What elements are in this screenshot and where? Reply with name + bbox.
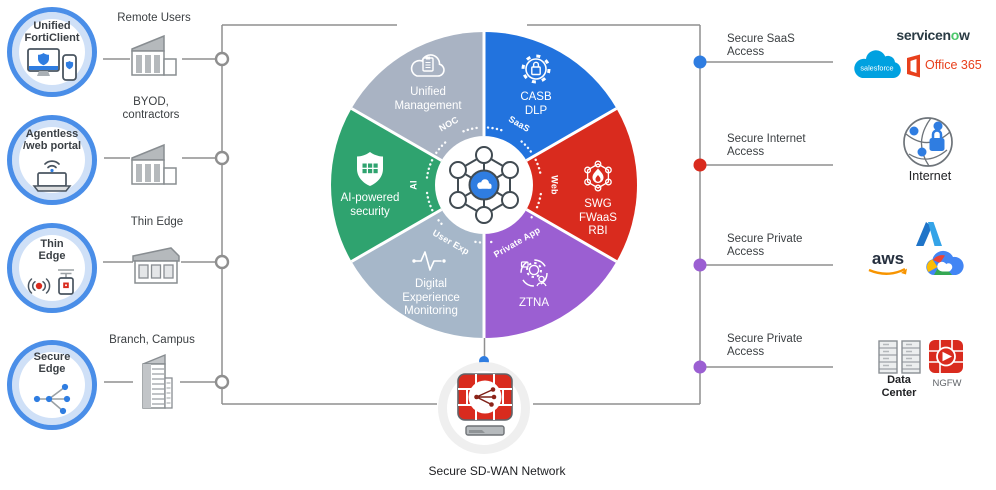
unified-management-icon — [410, 54, 445, 77]
google-cloud-logo — [926, 250, 964, 275]
segment-dividers — [350, 32, 618, 338]
agentless-laptop-wifi-icon — [32, 160, 72, 192]
wheel-segment-casb-dlp — [484, 32, 617, 185]
site-label-branch-campus: Branch, Campus — [109, 334, 195, 346]
node-agentless-web-portal: Agentless/web portal — [7, 115, 97, 205]
wheel-segment-ztna — [484, 185, 617, 338]
node-title: Agentless/web portal — [22, 128, 82, 152]
wheel-segment-swg-fwaas-rbi — [484, 108, 637, 262]
ngfw-icon — [929, 340, 963, 373]
segment-content-ztna: ZTNA — [469, 253, 599, 311]
ai-powered-security-icon — [357, 152, 383, 186]
junction-dot — [214, 374, 230, 390]
site-label-thin-edge: Thin Edge — [130, 216, 184, 228]
forticlient-endpoint-icon — [27, 48, 77, 81]
site-label-remote-users: Remote Users — [117, 12, 191, 24]
azure-logo — [916, 222, 942, 246]
aws-logo: aws — [868, 249, 907, 275]
ztna-icon — [520, 259, 548, 287]
site-label-byod: BYOD,contractors — [122, 96, 180, 121]
cloud-network-icon — [449, 146, 519, 224]
sdwan-appliance-icon — [457, 373, 513, 436]
thin-edge-sensor-icon — [27, 269, 74, 295]
private-dot-1 — [693, 258, 707, 272]
junction-dot — [214, 150, 230, 166]
ring-label-ai-powered-security: AI — [409, 180, 419, 189]
private-dot-2 — [693, 360, 707, 374]
data-center-icon — [878, 340, 921, 374]
building-branch-campus-icon — [142, 353, 173, 409]
building-byod-icon — [131, 143, 177, 185]
building-thin-edge-icon — [132, 247, 180, 284]
building-remote-users-icon — [131, 34, 177, 76]
saas-dot — [693, 55, 707, 69]
wheel-segment-unified-management — [351, 32, 484, 185]
digital-experience-monitoring-icon — [412, 251, 446, 271]
swg-fwaas-rbi-icon — [584, 160, 612, 192]
salesforce-logo: salesforce — [854, 50, 901, 78]
office365-icon — [907, 54, 920, 78]
wheel-segment-ai-security — [331, 108, 484, 262]
internet-label: Internet — [908, 169, 952, 183]
servicenow-logo: servicenow — [896, 27, 970, 43]
svg-text:aws: aws — [872, 249, 904, 268]
ring-label-swg-fwaas-rbi: Web — [550, 175, 560, 195]
junction-dot — [214, 51, 230, 67]
secure-edge-branch-icon — [33, 383, 71, 415]
sdwan-ring — [438, 362, 530, 454]
internet-dot — [693, 158, 707, 172]
sdwan-label: Secure SD-WAN Network — [428, 464, 566, 478]
casb-dlp-icon — [521, 54, 551, 84]
junction-dot — [214, 254, 230, 270]
office365-label: Office 365 — [925, 58, 982, 72]
internet-globe-icon — [903, 117, 953, 167]
svg-text:salesforce: salesforce — [860, 64, 893, 73]
ngfw-label: NGFW — [932, 378, 962, 389]
